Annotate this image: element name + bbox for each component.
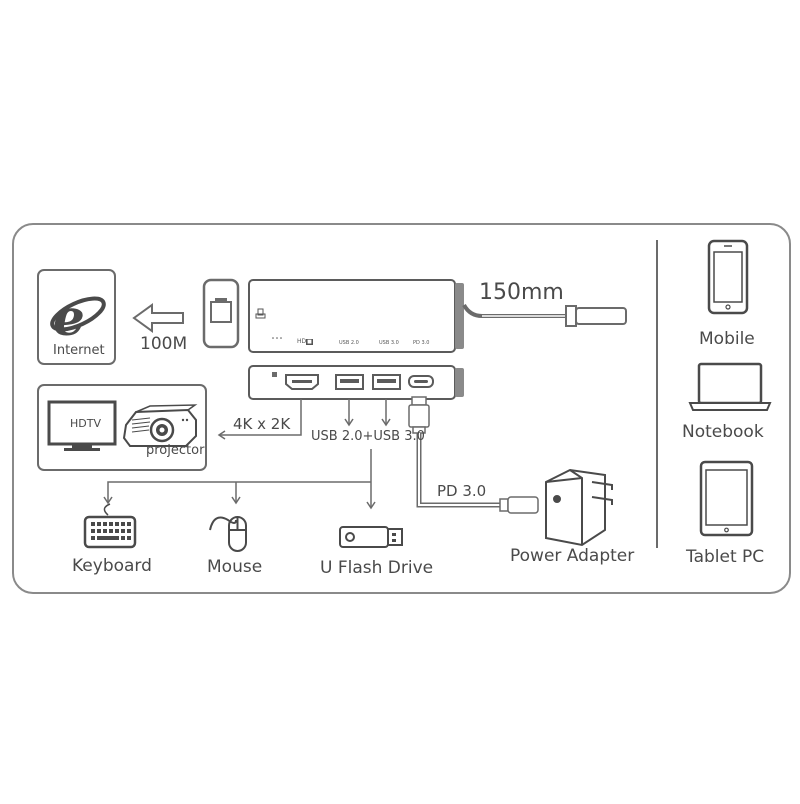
usb-types-label: USB 2.0+USB 3.0 [311, 429, 425, 444]
hdtv-label: HDTV [70, 417, 101, 430]
keyboard-label: Keyboard [72, 556, 152, 576]
mouse-label: Mouse [207, 557, 263, 577]
hub-pd-label: PD 3.0 [413, 340, 430, 346]
hub-usb2-label: USB 2.0 [339, 340, 359, 346]
hub-top-view [248, 279, 627, 353]
usb-c-port [408, 375, 434, 388]
hub-usb3-label: USB 3.0 [379, 340, 399, 346]
ethernet-port-icon [202, 278, 240, 349]
cable-length-label: 150mm [479, 280, 564, 305]
flash-drive-label: U Flash Drive [320, 558, 434, 578]
usb-flash-drive-icon [339, 526, 403, 548]
tablet-icon [699, 460, 754, 537]
resolution-label: 4K x 2K [233, 415, 291, 433]
outer-frame [12, 223, 791, 594]
power-adapter-label: Power Adapter [510, 546, 635, 566]
mobile-label: Mobile [699, 329, 755, 349]
usb2-port [335, 374, 364, 390]
internet-box [37, 269, 116, 365]
projector-label: projector [146, 443, 205, 458]
tablet-label: Tablet PC [686, 547, 765, 567]
mobile-phone-icon [707, 239, 749, 315]
internet-label: Internet [53, 343, 105, 358]
mouse-icon [209, 516, 247, 552]
hdmi-line [217, 399, 302, 440]
notebook-label: Notebook [682, 422, 764, 442]
usb-arrows [344, 399, 391, 427]
speed-100m-label: 100M [140, 334, 188, 354]
hdmi-port [285, 374, 319, 390]
keyboard-icon [83, 503, 137, 549]
pd-label: PD 3.0 [437, 482, 487, 500]
hub-hd-label: HD■ [297, 338, 313, 345]
hdtv-icon [47, 400, 117, 451]
svg-text:e: e [53, 288, 85, 347]
notebook-icon [688, 362, 772, 411]
usb-c-cable [408, 396, 539, 514]
projector-icon [122, 404, 198, 447]
usb3-port [372, 374, 401, 390]
display-box [37, 384, 207, 471]
internet-explorer-icon: e [50, 288, 106, 347]
usb-tree [103, 449, 376, 510]
arrow-to-internet [132, 303, 184, 333]
power-adapter-icon [545, 468, 613, 547]
